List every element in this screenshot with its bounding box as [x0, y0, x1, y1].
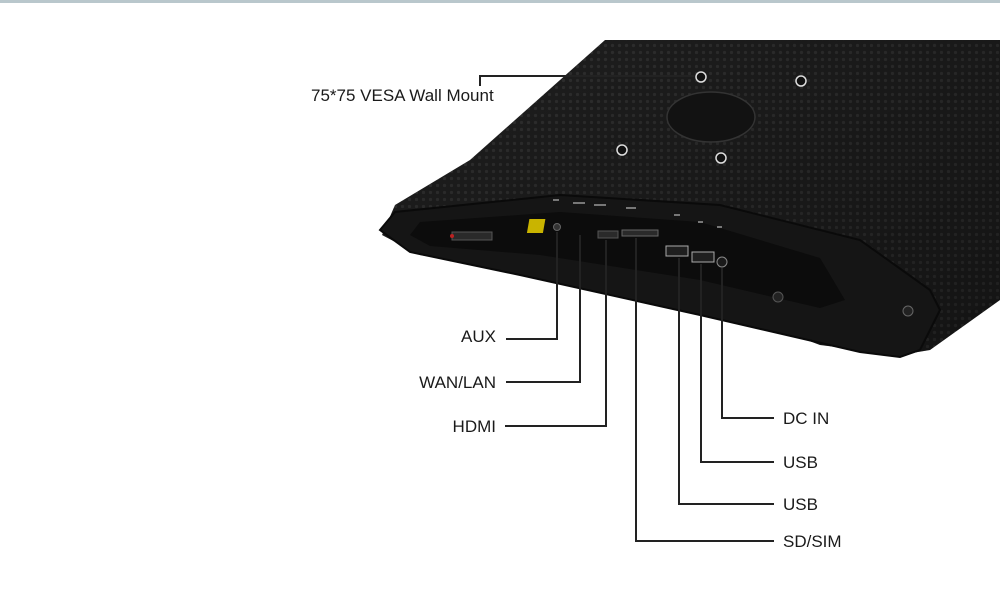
hdmi-port — [597, 230, 619, 239]
port-markings — [553, 199, 722, 228]
kensington-lock — [902, 305, 914, 317]
side-button — [772, 291, 784, 303]
leader-usb-1 — [700, 264, 774, 463]
label-vesa-wall-mount: 75*75 VESA Wall Mount — [311, 86, 494, 105]
leader-usb-2 — [678, 258, 774, 505]
leader-aux — [506, 232, 558, 340]
label-wan-lan: WAN/LAN — [419, 373, 496, 392]
left-red-indicator — [450, 234, 454, 238]
usb-port-1 — [665, 245, 689, 257]
leader-sd-sim — [635, 238, 774, 542]
vesa-center-boss — [666, 91, 756, 143]
dc-in-port — [716, 256, 728, 268]
leader-wan-lan — [506, 235, 581, 383]
ports — [450, 219, 914, 317]
vesa-screw-holes — [616, 71, 807, 164]
aux-port — [553, 223, 561, 231]
label-hdmi: HDMI — [452, 417, 496, 436]
top-image-strip — [0, 0, 1000, 3]
left-ports-cluster — [451, 231, 493, 241]
usb-port-2 — [691, 251, 715, 263]
sd-sim-slot — [621, 229, 659, 237]
label-usb-lower: USB — [783, 495, 818, 514]
leader-lines — [479, 75, 774, 542]
label-sd-sim: SD/SIM — [783, 532, 842, 551]
label-aux: AUX — [461, 327, 496, 346]
leader-vesa — [479, 75, 694, 86]
wan-lan-port — [526, 219, 546, 233]
leader-dc-in — [721, 268, 774, 419]
leader-hdmi — [505, 240, 607, 427]
label-dc-in: DC IN — [783, 409, 830, 428]
label-usb-upper: USB — [783, 453, 818, 472]
monitor-back — [378, 40, 1000, 359]
port-recess — [410, 212, 845, 308]
